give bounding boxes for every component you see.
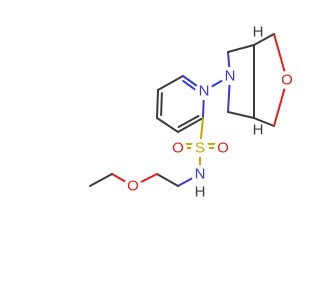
atom-ether-oxygen-background	[124, 177, 142, 195]
bond-chain-c3-c4	[89, 173, 113, 187]
bond-pyridine-c5-c4-double	[160, 92, 163, 117]
bond-furan-bridge-cb	[253, 117, 275, 127]
bond-chain-c1-c2	[156, 173, 179, 187]
bonds-layer	[89, 33, 288, 187]
atom-stereo-hydrogen-bottom: H	[253, 122, 264, 139]
bond-pyrrolidine-ca-bridge	[227, 44, 255, 53]
bond-pyridine-c6-c5	[157, 75, 184, 91]
atom-furan-oxygen: O	[281, 72, 293, 89]
bond-pyridine-c5-c4	[156, 89, 159, 119]
atom-pyridine-nitrogen-background	[195, 82, 213, 100]
atom-stereo-hydrogen-top: H	[253, 24, 264, 41]
bond-pyrrolidine-cb-bridge	[227, 111, 255, 119]
atom-stereo-hydrogen-bottom-background	[251, 123, 265, 137]
atom-pyrrolidine-nitrogen: N	[225, 68, 236, 85]
atom-sulfonyl-oxygen-bottom: O	[217, 140, 229, 157]
atom-pyridine-nitrogen: N	[199, 83, 210, 100]
atom-amide-nitrogen: N	[195, 166, 206, 183]
atom-pyrrolidine-nitrogen-background	[221, 67, 239, 85]
atom-amide-hydrogen: H	[195, 184, 206, 201]
atom-ether-oxygen: O	[127, 178, 139, 195]
bond-pyridine-c4-c3	[156, 117, 179, 133]
bond-pyridine-c3-c2-double	[177, 114, 200, 129]
atom-sulfonyl-sulfur: S	[195, 140, 205, 157]
atom-sulfonyl-oxygen-bottom-background	[214, 139, 232, 157]
atom-sulfonyl-sulfur-background	[191, 139, 209, 157]
atom-amide-nitrogen-background	[191, 165, 209, 183]
atom-amide-hydrogen-background	[193, 185, 207, 199]
atom-stereo-hydrogen-top-background	[251, 25, 265, 39]
atom-furan-oxygen-background	[278, 71, 296, 89]
atom-sulfonyl-oxygen-top-background	[169, 139, 187, 157]
atom-sulfonyl-oxygen-top: O	[172, 140, 184, 157]
bond-furan-bridge-ca	[253, 33, 275, 46]
bond-pyridine-c3-c2	[177, 117, 204, 133]
